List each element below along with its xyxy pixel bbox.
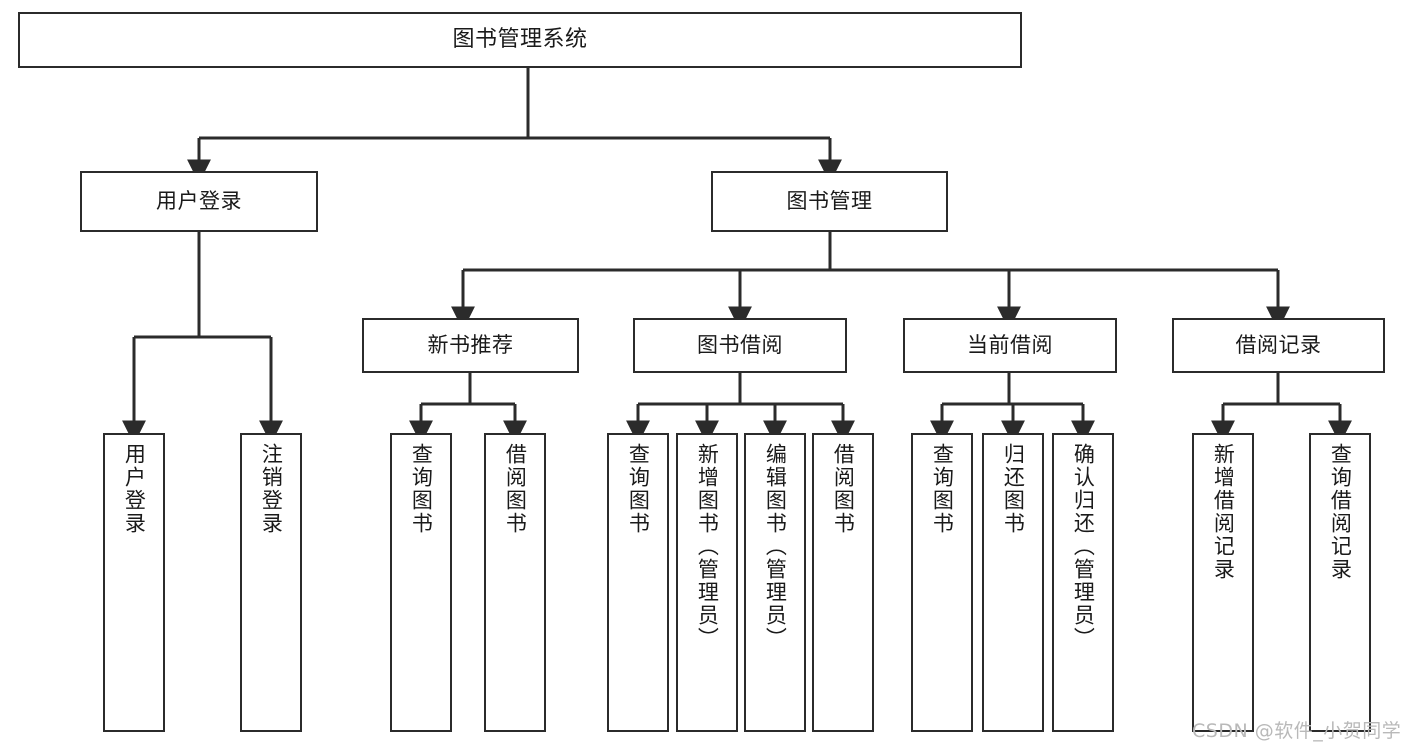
node-leaf-query-book-1-label: 查询图书	[409, 443, 434, 535]
node-leaf-add-record-label: 新增借阅记录	[1211, 443, 1236, 581]
node-leaf-add-book-label: 新增图书（管理员）	[695, 443, 720, 650]
node-leaf-logout-label: 注销登录	[259, 443, 284, 535]
node-leaf-logout[interactable]: 注销登录	[240, 433, 302, 732]
node-borrow-record-label: 借阅记录	[1235, 333, 1322, 358]
node-leaf-borrow-book-2-label: 借阅图书	[831, 443, 856, 535]
node-current-borrow-label: 当前借阅	[967, 333, 1053, 358]
node-leaf-confirm-return-label: 确认归还（管理员）	[1071, 443, 1096, 650]
node-borrow-record[interactable]: 借阅记录	[1172, 318, 1385, 373]
node-leaf-query-book-3[interactable]: 查询图书	[911, 433, 973, 732]
node-leaf-query-book-2-label: 查询图书	[626, 443, 651, 535]
node-leaf-query-book-1[interactable]: 查询图书	[390, 433, 452, 732]
node-new-book-rec-label: 新书推荐	[427, 333, 514, 358]
node-root-label: 图书管理系统	[452, 27, 588, 53]
node-leaf-query-record-label: 查询借阅记录	[1328, 443, 1353, 581]
node-user-login[interactable]: 用户登录	[80, 171, 318, 232]
node-leaf-query-book-3-label: 查询图书	[930, 443, 955, 535]
node-leaf-query-record[interactable]: 查询借阅记录	[1309, 433, 1371, 732]
node-book-manage[interactable]: 图书管理	[711, 171, 948, 232]
node-book-manage-label: 图书管理	[786, 189, 873, 214]
node-leaf-add-book[interactable]: 新增图书（管理员）	[676, 433, 738, 732]
node-leaf-user-login-label: 用户登录	[122, 443, 147, 535]
node-leaf-return-book-label: 归还图书	[1001, 443, 1026, 535]
node-leaf-borrow-book-1-label: 借阅图书	[503, 443, 528, 535]
node-leaf-add-record[interactable]: 新增借阅记录	[1192, 433, 1254, 732]
node-user-login-label: 用户登录	[156, 189, 242, 214]
node-new-book-rec[interactable]: 新书推荐	[362, 318, 579, 373]
node-leaf-borrow-book-2[interactable]: 借阅图书	[812, 433, 874, 732]
node-current-borrow[interactable]: 当前借阅	[903, 318, 1117, 373]
node-book-borrow[interactable]: 图书借阅	[633, 318, 847, 373]
node-root[interactable]: 图书管理系统	[18, 12, 1022, 68]
node-leaf-return-book[interactable]: 归还图书	[982, 433, 1044, 732]
node-leaf-borrow-book-1[interactable]: 借阅图书	[484, 433, 546, 732]
node-leaf-edit-book-label: 编辑图书（管理员）	[763, 443, 788, 650]
csdn-watermark: CSDN @软件_小贺同学	[1192, 720, 1402, 742]
node-leaf-query-book-2[interactable]: 查询图书	[607, 433, 669, 732]
node-leaf-edit-book[interactable]: 编辑图书（管理员）	[744, 433, 806, 732]
node-leaf-user-login[interactable]: 用户登录	[103, 433, 165, 732]
node-book-borrow-label: 图书借阅	[697, 333, 783, 358]
node-leaf-confirm-return[interactable]: 确认归还（管理员）	[1052, 433, 1114, 732]
